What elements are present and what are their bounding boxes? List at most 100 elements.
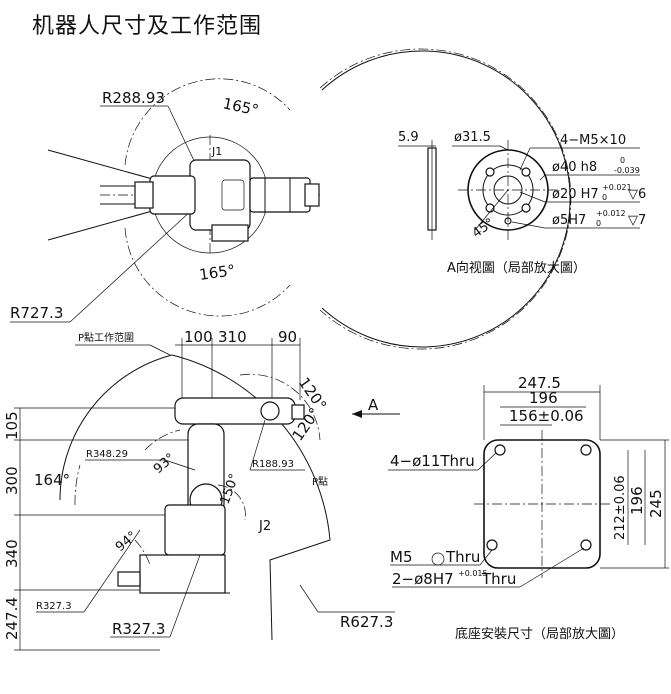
r727-label: R727.3	[10, 304, 63, 322]
fit5-tol-upper: +0.012	[596, 209, 626, 218]
p-point-label: P點	[312, 475, 328, 488]
fit20-tol-lower: 0	[602, 193, 607, 202]
dim-5_9: 5.9	[398, 130, 419, 145]
angle45-line	[474, 189, 509, 231]
arc-93	[144, 429, 181, 451]
m5-label: M5	[390, 548, 413, 566]
left-dim-105: 105	[3, 411, 21, 440]
arc-150	[217, 484, 246, 521]
flange-hole-1	[485, 167, 495, 177]
top-dim-90: 90	[278, 328, 297, 346]
page-title: 机器人尺寸及工作范围	[32, 14, 263, 39]
thread-label: 4−M5×10	[560, 133, 626, 148]
base-hole-tr	[580, 444, 592, 456]
base-caption: 底座安裝尺寸（局部放大圖）	[455, 626, 624, 642]
top-angle-arc-upper	[124, 78, 291, 166]
angle-94: 94°	[113, 529, 140, 555]
m5-leader	[479, 549, 493, 566]
fit20-leader	[519, 191, 546, 203]
flange-hole-2	[521, 167, 531, 177]
side-wrist	[260, 401, 280, 421]
j2-label: J2	[258, 519, 271, 534]
fit5-tol-lower: 0	[596, 219, 601, 228]
r348-label: R348.29	[86, 449, 128, 460]
dim-d31: ø31.5	[454, 130, 491, 145]
fit5-depth: ▽7	[628, 213, 646, 228]
flange-view: 5.9 ø31.5 4−M5×10 ø40 h8 0 -0.039 ø20 H7…	[398, 130, 646, 276]
top-base-body	[189, 159, 251, 231]
top-motor	[149, 175, 196, 215]
fit40-leader	[539, 174, 546, 181]
top-dim-310: 310	[218, 328, 247, 346]
m5-thru-label: Thru	[445, 548, 480, 566]
r288-label: R288.93	[102, 89, 165, 107]
r327-label: R327.3	[112, 620, 165, 638]
pin-tol: +0.015	[458, 569, 488, 578]
side-base	[139, 554, 226, 594]
m5-ground-icon	[431, 552, 445, 566]
p-range-leader	[149, 344, 171, 356]
pin-leader	[519, 547, 585, 588]
hole-leader	[477, 452, 497, 471]
top-outer-arc	[319, 48, 572, 350]
flange-hole-4	[521, 203, 531, 213]
r327-small-leader	[83, 529, 141, 613]
left-dim-300: 300	[3, 466, 21, 495]
j1-label: J1	[211, 145, 222, 158]
angle-165-lower: 165°	[198, 261, 236, 284]
side-shoulder	[164, 504, 226, 556]
top-angle-arc-lower	[124, 227, 291, 317]
dim-196-top: 196	[529, 389, 558, 407]
dim-247: 247.5	[518, 374, 561, 392]
r348-leader	[164, 459, 196, 471]
fit40-tol-lower: -0.039	[614, 166, 640, 175]
arc-164	[74, 464, 81, 506]
a-arrow-label: A	[368, 396, 379, 414]
dim-156: 156±0.06	[509, 407, 584, 425]
left-dim-247_4: 247.4	[3, 597, 21, 640]
angle-165-upper: 165°	[221, 94, 260, 119]
arc-120	[239, 373, 321, 441]
a-arrow-head	[352, 410, 362, 418]
fit20-label: ø20 H7	[552, 187, 599, 202]
fit20-tol-upper: +0.021	[602, 183, 632, 192]
angle45-label: 45°	[470, 216, 497, 242]
base-view: 247.5 196 156±0.06 4−ø11Thru 212±0.06 19…	[388, 374, 669, 642]
fit5-label: ø5H7	[552, 213, 586, 228]
side-tool	[291, 404, 305, 420]
r327-leader	[169, 554, 201, 638]
top-dim-100: 100	[184, 328, 213, 346]
r188-leader	[249, 419, 266, 471]
top-motor-cap	[134, 181, 154, 209]
top-outer-arc-solid	[321, 50, 571, 348]
r188-label: R188.93	[252, 459, 294, 470]
side-left-arc	[59, 354, 173, 501]
hole-thru-label: 4−ø11Thru	[390, 452, 475, 470]
base-hole-bl	[486, 539, 498, 551]
r627-label: R627.3	[340, 613, 393, 631]
r327-small-label: R327.3	[36, 601, 72, 612]
top-arm	[249, 177, 311, 213]
side-outer-arc	[171, 354, 331, 641]
r727-leader	[69, 197, 206, 323]
dim-d31-leader	[499, 145, 509, 151]
angle-93: 93°	[151, 451, 178, 477]
arc-94	[134, 539, 151, 566]
angle-164: 164°	[34, 471, 70, 489]
top-view: R288.93 165° 165° J1 R727.3	[10, 48, 572, 350]
side-view: P點工作范圍 100 310 90 120° 120° A 105 300 34…	[3, 328, 400, 651]
base-hole-br	[580, 539, 592, 551]
pin-thru-label: Thru	[481, 570, 516, 588]
side-connector	[117, 571, 141, 587]
pin-hole-label: 2−ø8H7	[392, 570, 454, 588]
r627-leader	[299, 584, 319, 613]
fit40-label: ø40 h8	[552, 160, 597, 175]
dim-212: 212±0.06	[613, 475, 628, 540]
dim-196-side: 196	[628, 486, 646, 515]
flange-caption: A向视圖（局部放大圖）	[447, 260, 586, 276]
top-tool	[304, 183, 320, 207]
top-joint-cap	[221, 179, 245, 211]
p-range-label: P點工作范圍	[78, 331, 134, 344]
left-dim-340: 340	[3, 539, 21, 568]
